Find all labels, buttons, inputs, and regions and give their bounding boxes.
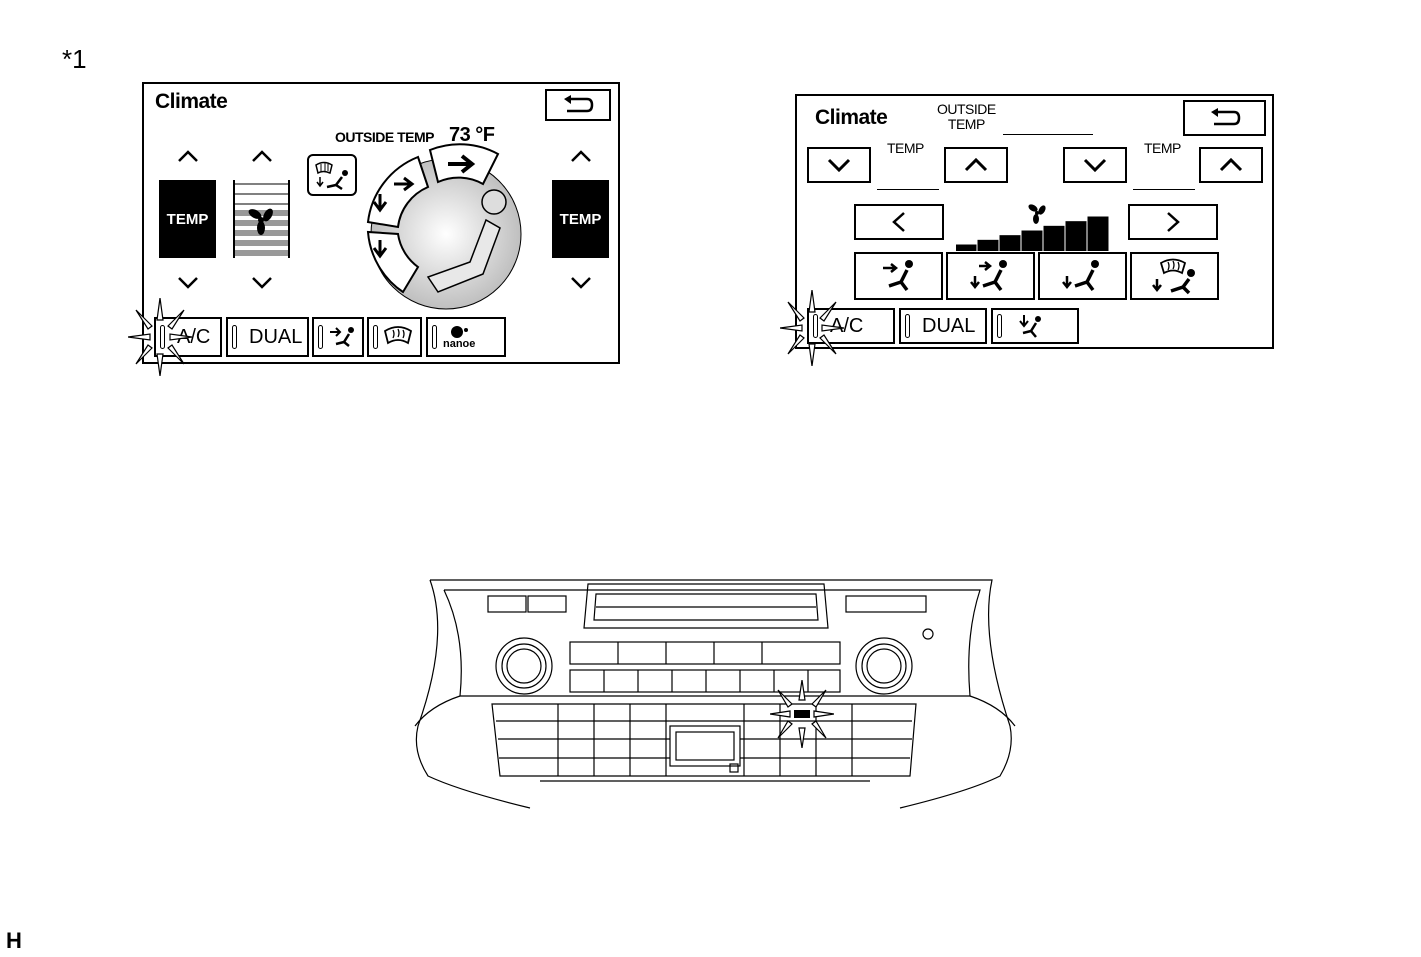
screen-title: Climate — [815, 106, 888, 129]
passenger-temp-down-button[interactable] — [552, 258, 609, 308]
fan-level-segment — [999, 235, 1021, 251]
dual-button[interactable]: DUAL — [226, 317, 309, 357]
dual-label: DUAL — [249, 325, 303, 348]
chevron-up-icon — [1219, 158, 1243, 172]
fan-level-segment — [1021, 230, 1043, 251]
defrost-button[interactable] — [367, 317, 422, 357]
nanoe-icon — [451, 326, 469, 338]
passenger-temp-label: TEMP — [1144, 140, 1181, 156]
fan-icon — [1028, 204, 1046, 224]
center-console-panel — [414, 579, 1016, 809]
passenger-temp-up-button[interactable] — [1199, 147, 1263, 183]
ac-label: A/C — [830, 314, 864, 337]
fan-level-segment — [1087, 216, 1109, 251]
press-indicator-icon — [770, 680, 834, 748]
chevron-up-icon — [964, 158, 988, 172]
fan-level-segment — [977, 239, 999, 251]
mode-bilevel-button[interactable] — [946, 252, 1035, 300]
seat-airflow-icon — [969, 260, 1007, 292]
chevron-down-icon — [827, 158, 851, 172]
ac-indicator — [813, 314, 818, 338]
windshield-defrost-icon — [1151, 258, 1195, 295]
back-button[interactable] — [545, 89, 611, 121]
recirculation-icon — [1019, 315, 1041, 338]
passenger-temp-down-button[interactable] — [1063, 147, 1127, 183]
driver-temp-down-button[interactable] — [807, 147, 871, 183]
fan-level-segment — [956, 244, 977, 251]
fan-level-bars — [235, 183, 288, 256]
chevron-down-icon — [570, 277, 591, 289]
ac-button[interactable]: A/C — [807, 308, 895, 344]
recirculation-button[interactable] — [312, 317, 364, 357]
mode-face-button[interactable] — [854, 252, 943, 300]
mode-foot-defrost-button[interactable] — [1130, 252, 1219, 300]
windshield-defrost-icon — [315, 161, 348, 191]
outside-temp-label: OUTSIDE TEMP — [937, 101, 996, 132]
mode-foot-button[interactable] — [1038, 252, 1127, 300]
fan-up-button[interactable] — [233, 132, 290, 180]
nanoe-indicator — [432, 325, 437, 349]
fan-down-button[interactable] — [233, 258, 290, 308]
dual-button[interactable]: DUAL — [899, 308, 987, 344]
chevron-down-icon — [1083, 158, 1107, 172]
passenger-temp-up-button[interactable] — [552, 132, 609, 180]
nanoe-button[interactable]: nanoe — [426, 317, 506, 357]
chevron-up-icon — [251, 150, 272, 162]
back-button[interactable] — [1183, 100, 1266, 136]
seat-airflow-icon — [1061, 260, 1099, 292]
passenger-temp-control: TEMP — [552, 132, 609, 308]
outside-temp-label: OUTSIDE TEMP — [335, 129, 435, 145]
press-indicator-icon — [128, 298, 192, 376]
seat-airflow-icon — [882, 260, 913, 292]
driver-temp-up-button[interactable] — [159, 132, 216, 180]
recirculation-indicator — [318, 325, 323, 349]
return-arrow-icon — [1210, 108, 1240, 126]
defrost-indicator — [373, 325, 378, 349]
windshield-defrost-icon — [383, 326, 413, 345]
driver-temp-up-button[interactable] — [944, 147, 1008, 183]
outside-temp-value: 73 °F — [449, 124, 495, 146]
outside-temp-value — [1003, 134, 1093, 135]
recirculation-indicator — [997, 314, 1002, 338]
screen-title: Climate — [155, 90, 228, 113]
front-defrost-foot-button[interactable] — [307, 154, 357, 196]
climate-screen-1: Climate TEMP — [142, 82, 620, 364]
fan-icon — [248, 208, 273, 235]
ac-button[interactable]: A/C — [154, 317, 222, 357]
press-indicator-icon — [780, 290, 844, 366]
chevron-down-icon — [251, 277, 272, 289]
passenger-temp-value — [1133, 189, 1195, 190]
climate-screen-2: Climate OUTSIDE TEMP TEMP TEMP — [795, 94, 1274, 349]
driver-temp-label: TEMP — [887, 140, 924, 156]
chevron-up-icon — [570, 150, 591, 162]
fan-up-button[interactable] — [1128, 204, 1218, 240]
recirculation-button[interactable] — [991, 308, 1079, 344]
fan-down-button[interactable] — [854, 204, 944, 240]
driver-temp-value — [877, 189, 939, 190]
passenger-temp-display: TEMP — [554, 180, 607, 258]
chevron-up-icon — [177, 150, 198, 162]
return-arrow-icon — [564, 95, 594, 113]
ac-label: A/C — [177, 325, 211, 348]
fan-level-segment — [1043, 225, 1065, 251]
fan-level-segment — [1065, 221, 1087, 251]
chevron-left-icon — [892, 212, 905, 232]
fan-level-meter — [956, 216, 1109, 251]
airflow-mode-dial[interactable] — [358, 142, 528, 312]
chevron-right-icon — [1167, 212, 1180, 232]
recirculation-icon — [330, 327, 354, 347]
dual-indicator — [905, 314, 910, 338]
dual-indicator — [232, 325, 237, 349]
dual-label: DUAL — [922, 314, 976, 337]
nanoe-label: nanoe — [443, 338, 476, 350]
driver-temp-display: TEMP — [161, 180, 214, 258]
corner-label: H — [6, 928, 22, 953]
ac-indicator — [160, 325, 165, 349]
reference-label: *1 — [62, 44, 87, 74]
driver-temp-control: TEMP — [159, 132, 216, 308]
chevron-down-icon — [177, 277, 198, 289]
fan-speed-control — [233, 132, 290, 308]
driver-temp-down-button[interactable] — [159, 258, 216, 308]
